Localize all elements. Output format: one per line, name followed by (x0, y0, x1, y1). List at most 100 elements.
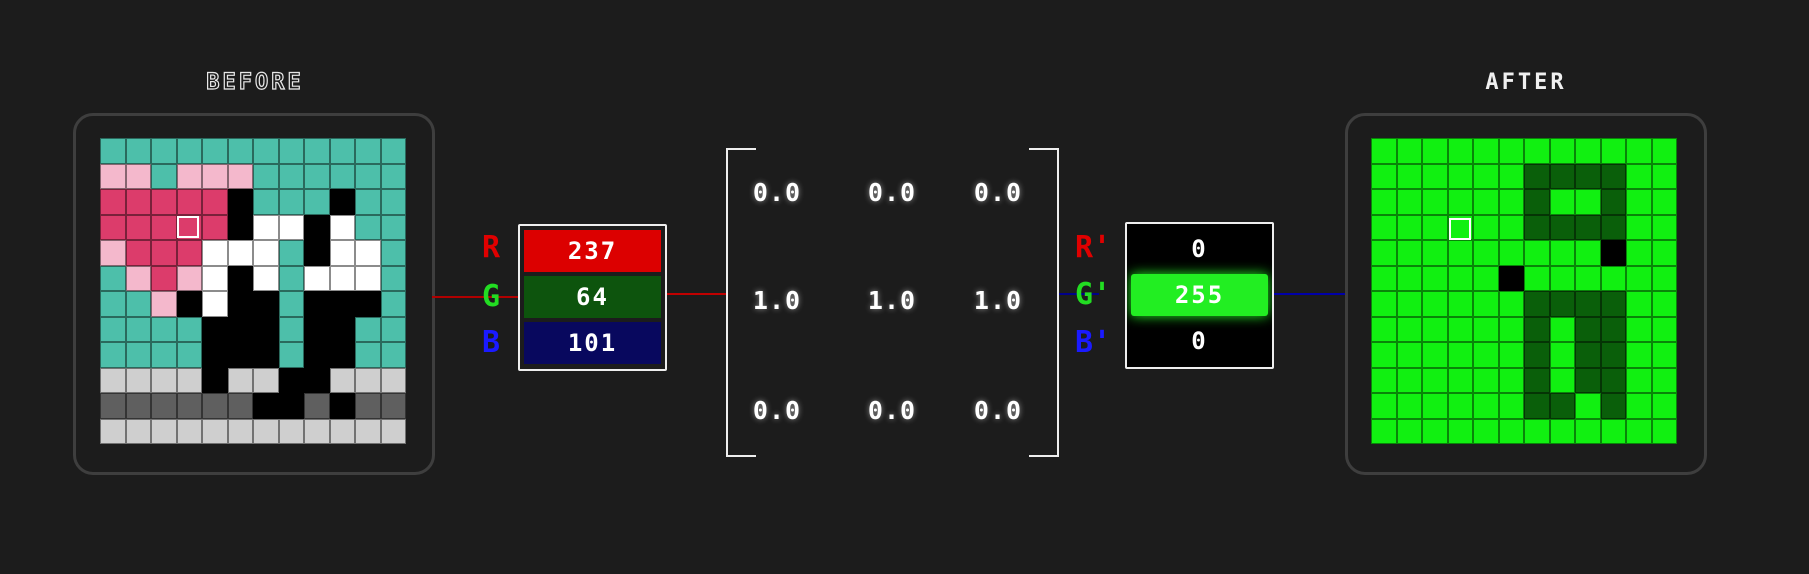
matrix-cell: 1.0 (752, 286, 802, 315)
pixel-cell (1626, 163, 1652, 189)
pixel-cell (278, 291, 304, 317)
pixel-cell (1575, 163, 1601, 189)
pixel-cell (329, 316, 355, 342)
pixel-cell (1473, 240, 1499, 266)
pixel-cell (355, 138, 381, 164)
pixel-cell (1447, 189, 1473, 215)
pixel-cell (125, 393, 151, 419)
pixel-cell (125, 189, 151, 215)
pixel-cell (125, 240, 151, 266)
pixel-cell (1600, 240, 1626, 266)
before-pixel-grid (100, 138, 406, 444)
matrix-cell: 0.0 (752, 178, 802, 207)
pixel-cell (304, 342, 330, 368)
pixel-cell (1498, 265, 1524, 291)
pixel-cell (1371, 291, 1397, 317)
pixel-cell (125, 418, 151, 444)
pixel-cell (1498, 189, 1524, 215)
input-b-value: 101 (524, 322, 661, 364)
pixel-cell (355, 189, 381, 215)
pixel-cell (1473, 138, 1499, 164)
before-title: BEFORE (206, 69, 304, 95)
pixel-cell (1549, 291, 1575, 317)
matrix-cell: 0.0 (973, 396, 1023, 425)
pixel-cell (1473, 189, 1499, 215)
pixel-cell (1651, 342, 1677, 368)
pixel-cell (1371, 138, 1397, 164)
pixel-cell (151, 240, 177, 266)
pixel-cell (176, 265, 202, 291)
pixel-cell (176, 291, 202, 317)
pixel-cell (1422, 189, 1448, 215)
pixel-cell (1447, 316, 1473, 342)
pixel-cell (1651, 367, 1677, 393)
pixel-cell (100, 240, 126, 266)
pixel-cell (1626, 214, 1652, 240)
pixel-cell (1524, 316, 1550, 342)
pixel-cell (1626, 291, 1652, 317)
vector-to-matrix-line (667, 293, 727, 295)
pixel-cell (253, 367, 279, 393)
pixel-cell (100, 189, 126, 215)
pixel-cell (355, 418, 381, 444)
pixel-cell (1422, 418, 1448, 444)
pixel-cell (329, 393, 355, 419)
pixel-cell (278, 214, 304, 240)
pixel-cell (151, 393, 177, 419)
pixel-cell (1524, 214, 1550, 240)
pixel-cell (151, 138, 177, 164)
pixel-cell (253, 265, 279, 291)
pixel-cell (1396, 240, 1422, 266)
pixel-cell (1473, 367, 1499, 393)
pixel-cell (1473, 342, 1499, 368)
pixel-cell (1447, 367, 1473, 393)
pixel-cell (1651, 265, 1677, 291)
pixel-cell (380, 214, 406, 240)
pixel-cell (1396, 189, 1422, 215)
matrix-cell: 0.0 (867, 396, 917, 425)
pixel-cell (1575, 418, 1601, 444)
pixel-cell (1371, 418, 1397, 444)
pixel-cell (151, 418, 177, 444)
pixel-cell (380, 367, 406, 393)
pixel-cell (1447, 342, 1473, 368)
pixel-cell (1422, 316, 1448, 342)
label-b-prime: B' (1075, 325, 1112, 360)
selected-pixel-marker-before (177, 216, 199, 238)
pixel-cell (227, 342, 253, 368)
pixel-cell (202, 163, 228, 189)
pixel-cell (1473, 163, 1499, 189)
pixel-cell (304, 265, 330, 291)
pixel-cell (1651, 189, 1677, 215)
pixel-cell (202, 214, 228, 240)
pixel-cell (1396, 163, 1422, 189)
pixel-cell (100, 265, 126, 291)
pixel-cell (1396, 418, 1422, 444)
matrix-cell: 1.0 (973, 286, 1023, 315)
pixel-cell (253, 316, 279, 342)
pixel-cell (1575, 393, 1601, 419)
pixel-cell (380, 189, 406, 215)
pixel-cell (1651, 163, 1677, 189)
pixel-cell (1626, 342, 1652, 368)
pixel-cell (151, 342, 177, 368)
pixel-cell (100, 214, 126, 240)
pixel-cell (1473, 214, 1499, 240)
pixel-cell (176, 163, 202, 189)
pixel-cell (1575, 367, 1601, 393)
matrix-cell: 0.0 (752, 396, 802, 425)
pixel-cell (1651, 138, 1677, 164)
after-title: AFTER (1485, 70, 1567, 95)
output-g-value: 255 (1131, 274, 1268, 316)
pixel-cell (176, 393, 202, 419)
pixel-cell (1371, 240, 1397, 266)
pixel-cell (1549, 138, 1575, 164)
pixel-cell (1626, 138, 1652, 164)
pixel-cell (1498, 367, 1524, 393)
pixel-cell (1422, 240, 1448, 266)
matrix-right-bracket (1029, 148, 1059, 457)
pixel-cell (1651, 291, 1677, 317)
pixel-cell (202, 265, 228, 291)
pixel-cell (329, 240, 355, 266)
pixel-cell (1549, 265, 1575, 291)
